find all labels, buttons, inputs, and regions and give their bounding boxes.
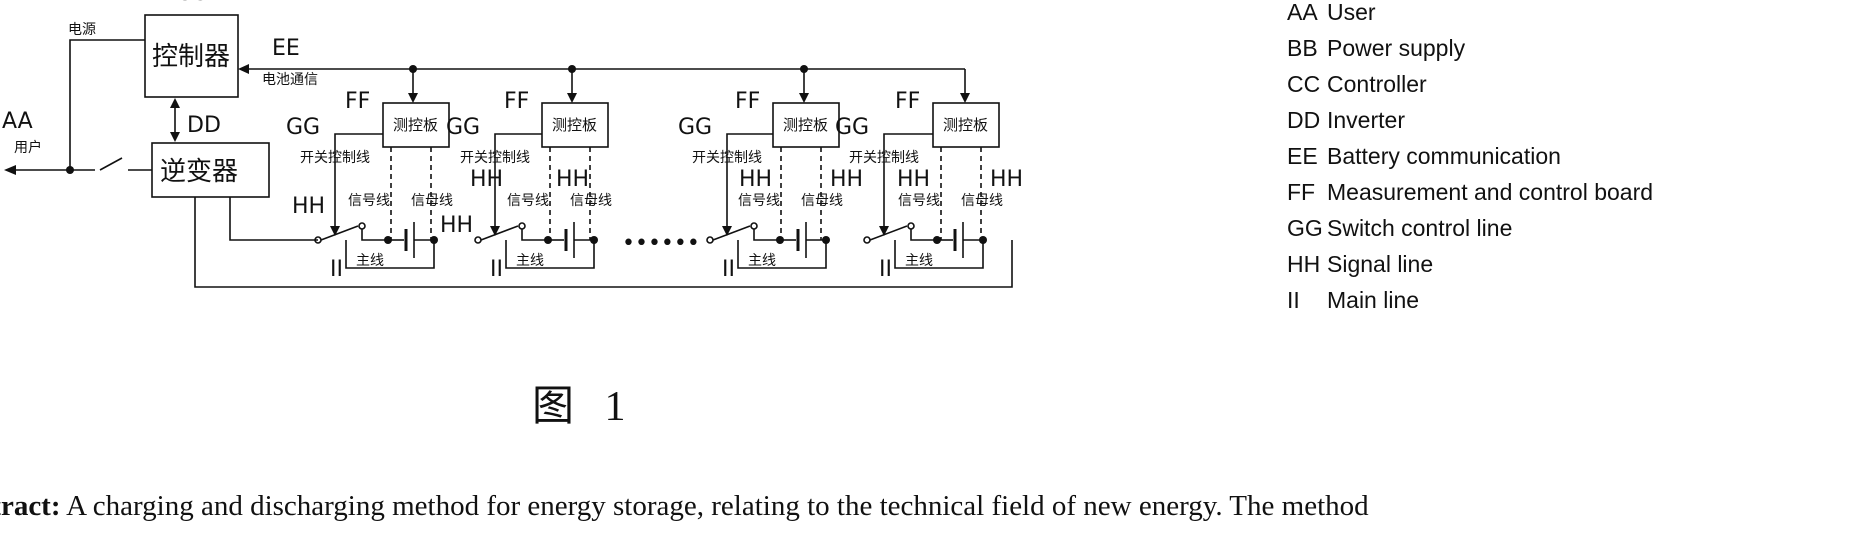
legend-code: GG [1287,210,1327,246]
label-gg: GG [835,115,869,140]
battery-unit-1: 测控板 FF GG 开关控制线信号线 信母线主线 II [286,69,453,282]
power-supply-line [70,40,145,170]
label-hh: HH [897,167,930,192]
legend-code: AA [1287,0,1327,30]
label-ff: FF [504,89,529,114]
measurement-board-label: 测控板 [943,116,988,134]
label-ff: FF [895,89,920,114]
legend-code: EE [1287,138,1327,174]
legend-code: FF [1287,174,1327,210]
user-switch [100,158,122,170]
switch-control-line-label: 开关控制线 [849,150,919,166]
label-dd: DD [187,113,221,138]
label-gg: GG [678,115,712,140]
legend-item: CCController [1287,66,1653,102]
legend-item: IIMain line [1287,282,1653,318]
switch-control-line-label: 开关控制线 [692,150,762,166]
label-ee: EE [272,36,300,61]
legend-item: EEBattery communication [1287,138,1653,174]
switch-control-line-label: 开关控制线 [300,150,370,166]
main-line-label: 主线 [356,253,384,269]
signal-line-label-2: 信母线 [801,193,843,209]
legend-text: Main line [1327,282,1419,318]
legend-item: AAUser [1287,0,1653,30]
power-label: 电源 [68,22,96,38]
legend-text: Inverter [1327,102,1405,138]
label-hh: HH [470,167,503,192]
label-hh: HH [739,167,772,192]
signal-line-label-2: 信母线 [411,193,453,209]
label-gg: GG [446,115,480,140]
legend-code: HH [1287,246,1327,282]
legend-item: BBPower supply [1287,30,1653,66]
signal-line-label: 信号线 [898,193,940,209]
abstract-text: stract: A charging and discharging metho… [0,490,1864,523]
legend-text: Controller [1327,66,1427,102]
measurement-board-label: 测控板 [783,116,828,134]
controller-label: 控制器 [152,42,230,72]
label-cc: CC [176,0,207,6]
legend-code: BB [1287,30,1327,66]
legend-text: Switch control line [1327,210,1512,246]
legend-text: Power supply [1327,30,1465,66]
label-bb: BB [36,0,66,6]
label-aa: AA [2,109,33,134]
label-hh: HH [990,167,1023,192]
signal-line-label: 信号线 [507,193,549,209]
signal-line-label-2: 信母线 [961,193,1003,209]
label-hh: HH [440,213,473,238]
battery-comm-label: 电池通信 [262,72,318,88]
label-ii: II [722,257,735,282]
figure-caption: 图 1 [532,372,636,433]
legend-code: CC [1287,66,1327,102]
label-ii: II [330,257,343,282]
label-hh: HH [556,167,589,192]
user-label: 用户 [14,139,42,156]
legend-item: GGSwitch control line [1287,210,1653,246]
legend-text: User [1327,0,1376,30]
abstract-heading: stract: [0,490,61,522]
main-line-label: 主线 [748,253,776,269]
legend-code: DD [1287,102,1327,138]
ellipsis-dots: •••••• [622,231,700,256]
legend-text: Measurement and control board [1327,174,1653,210]
legend-code: II [1287,282,1327,318]
label-hh: HH [830,167,863,192]
label-ff: FF [345,89,370,114]
legend-item: HHSignal line [1287,246,1653,282]
main-line-label: 主线 [905,253,933,269]
signal-line-label-2: 信母线 [570,193,612,209]
measurement-board-label: 测控板 [552,116,597,134]
measurement-board-label: 测控板 [393,116,438,134]
legend: AAUserBBPower supplyCCControllerDDInvert… [1287,0,1653,318]
abstract-body: A charging and discharging method for en… [61,490,1369,522]
legend-text: Signal line [1327,246,1433,282]
main-line-label: 主线 [516,253,544,269]
inverter-label: 逆变器 [160,157,238,187]
legend-text: Battery communication [1327,138,1561,174]
label-ff: FF [735,89,760,114]
legend-item: DDInverter [1287,102,1653,138]
label-hh: HH [292,194,325,219]
signal-line-label: 信号线 [348,193,390,209]
switch-control-line-label: 开关控制线 [460,150,530,166]
label-ii: II [879,257,892,282]
legend-item: FFMeasurement and control board [1287,174,1653,210]
label-ii: II [490,257,503,282]
signal-line-label: 信号线 [738,193,780,209]
label-gg: GG [286,115,320,140]
